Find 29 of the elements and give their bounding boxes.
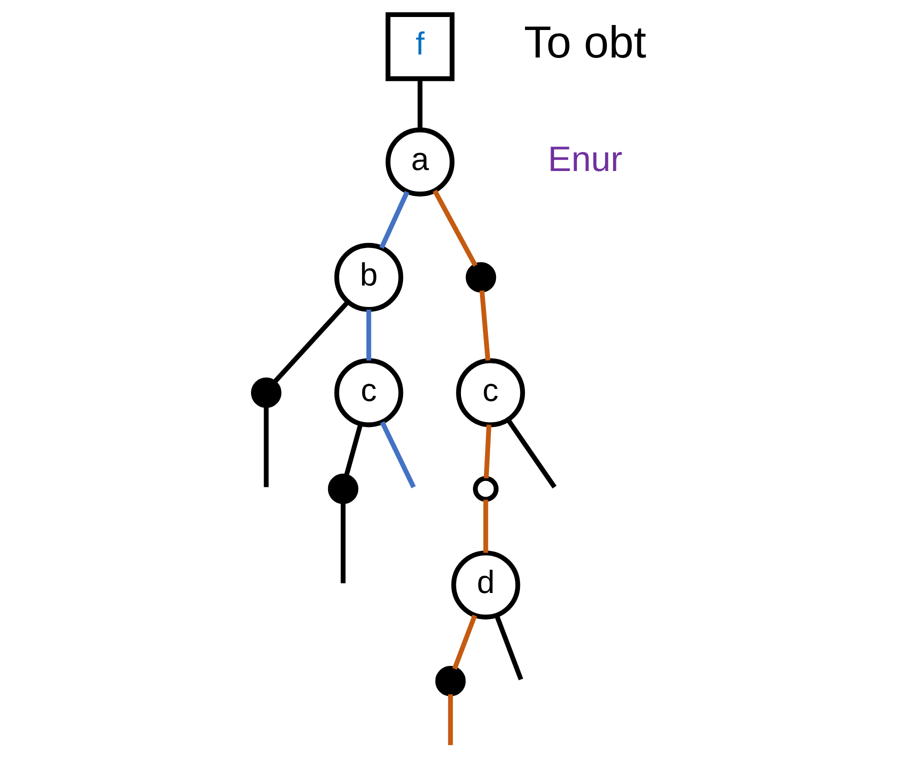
node-circle: b	[334, 242, 403, 312]
connector	[340, 502, 346, 584]
connector	[380, 421, 416, 488]
connector	[483, 424, 491, 478]
connector	[482, 500, 488, 553]
node-dot	[327, 474, 358, 504]
connector	[448, 694, 452, 746]
connector	[479, 290, 490, 361]
connector	[494, 614, 523, 680]
node-box: f	[385, 12, 454, 82]
connector	[452, 614, 477, 670]
node-circle: a	[385, 128, 454, 196]
node-dot	[434, 666, 466, 696]
connector	[366, 310, 371, 361]
connector	[378, 190, 409, 249]
node-circle: d	[450, 550, 520, 620]
node-circle: c	[334, 358, 403, 428]
node-circle	[472, 476, 498, 502]
label: Enur	[547, 140, 622, 179]
connector	[343, 423, 362, 477]
connector	[432, 190, 478, 267]
node-dot	[250, 378, 281, 408]
label: To obt	[523, 16, 646, 68]
connector	[263, 406, 268, 488]
connector	[417, 78, 422, 130]
node-circle: c	[456, 358, 524, 428]
connector	[506, 418, 556, 489]
connector	[272, 300, 349, 384]
node-dot	[465, 262, 496, 293]
